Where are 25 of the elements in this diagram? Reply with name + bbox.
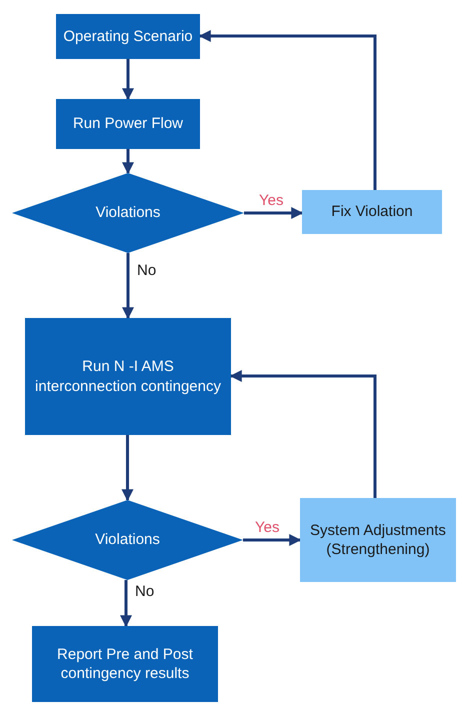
action-box (300, 498, 456, 582)
node-text: System Adjustments (Strengthening) (309, 520, 447, 560)
arrow (122, 59, 134, 100)
process-box (32, 626, 218, 702)
arrow (122, 253, 134, 320)
decision-diamond (12, 500, 243, 580)
process-box (56, 99, 200, 149)
node-text: Operating Scenario (63, 26, 193, 46)
arrow (244, 207, 304, 219)
node-text: Violations (96, 203, 160, 223)
arrow (243, 534, 302, 546)
arrow (122, 435, 134, 502)
action-box (302, 190, 442, 234)
arrow (198, 30, 376, 190)
arrow (230, 370, 376, 498)
node-text: Report Pre and Post contingency results (56, 644, 194, 684)
decision-diamond (12, 173, 244, 253)
arrow (122, 149, 134, 174)
node-text: Fix Violation (331, 202, 413, 222)
node-text: Run N -I AMS interconnection contingency (34, 357, 222, 396)
node-text: Run Power Flow (72, 114, 184, 134)
arrow (120, 580, 132, 628)
node-text: Violations (95, 530, 160, 550)
process-box (56, 14, 200, 59)
process-box (25, 318, 231, 435)
